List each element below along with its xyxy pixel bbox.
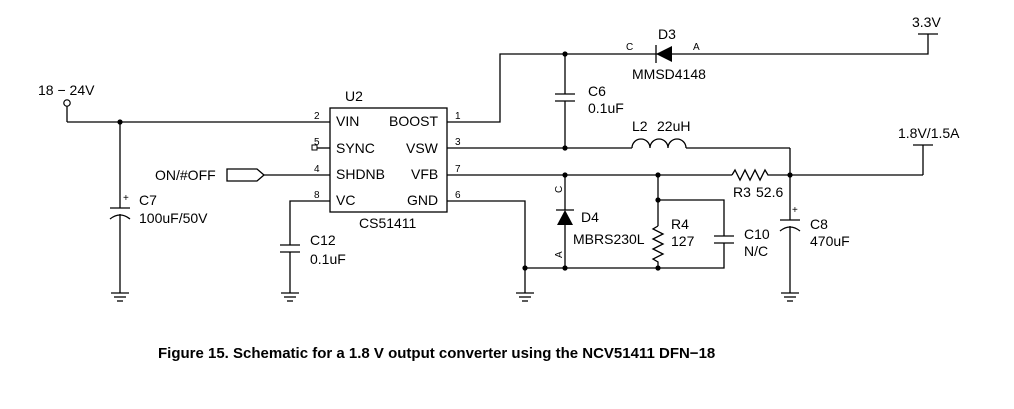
l2-ref-label: L2 [632,118,648,134]
c7-value-label: 100uF/50V [139,210,208,226]
resistor-r4: R4 127 [651,175,695,268]
capacitor-c7: + C7 100uF/50V [109,122,208,293]
diode-d4: D4 MBRS230L C A [554,175,645,268]
gnd-junction-dot-3 [655,265,661,271]
l2-value-label: 22uH [657,118,690,134]
enable-input-flag: ON/#OFF [155,167,330,183]
gnd-junction-dot-2 [562,265,568,271]
r4-ref-label: R4 [671,216,689,232]
c7-ref-label: C7 [139,192,157,208]
d4-part-label: MBRS230L [573,231,645,247]
ic-ref-label: U2 [345,88,363,104]
output-label: 1.8V/1.5A [898,125,960,141]
pin-vin-label: VIN [336,113,359,129]
ground-symbol-c8 [781,292,799,302]
c6-value-label: 0.1uF [588,100,624,116]
pin-vc-label: VC [336,192,355,208]
d3-cathode-label: C [626,42,633,53]
bias-input-terminal: 3.3V [912,14,941,35]
c12-value-label: 0.1uF [310,251,346,267]
capacitor-c6: C6 0.1uF [555,54,624,148]
ic-gnd-net [447,200,526,293]
capacitor-c10: C10 N/C [658,199,770,269]
pin-number-vc: 8 [314,190,320,201]
c10-ref-label: C10 [744,226,770,242]
pin-number-vfb: 7 [455,164,461,175]
ground-symbol-ic [516,292,534,302]
pin-gnd-label: GND [407,192,438,208]
pin-number-shdnb: 4 [314,164,320,175]
ground-symbol-c7 [111,292,129,302]
pin-number-vsw: 3 [455,137,461,148]
vsw-junction-dot [562,145,568,151]
figure-caption: Figure 15. Schematic for a 1.8 V output … [158,345,715,362]
ic-u2: U2 CS51411 VIN SYNC SHDNB VC BOOST VSW V… [311,88,461,231]
pin-number-sync: 5 [314,137,320,148]
r4-value-label: 127 [671,233,695,249]
pin-number-boost: 1 [455,111,461,122]
pin-boost-label: BOOST [389,113,438,129]
c10-value-label: N/C [744,243,768,259]
d4-ref-label: D4 [581,209,599,225]
vc-net [289,200,330,245]
vin-input-label: 18 − 24V [38,82,95,98]
d4-anode-label: A [554,251,565,258]
pin-number-vin: 2 [314,111,320,122]
boost-net [447,34,929,123]
d3-part-label: MMSD4148 [632,66,706,82]
pin-vsw-label: VSW [406,140,439,156]
diode-d3: D3 C A MMSD4148 [626,26,706,82]
c7-polarity-mark: + [123,193,129,204]
pin-vfb-label: VFB [411,166,438,182]
gnd-junction-dot-1 [522,265,528,271]
pin-shdnb-label: SHDNB [336,166,385,182]
vin-input-terminal: 18 − 24V [38,82,95,122]
r3-value-label: 52.6 [756,184,783,200]
capacitor-c12: C12 0.1uF [280,232,346,293]
output-terminal: 1.8V/1.5A [898,125,960,175]
r3-ref-label: R3 [733,184,751,200]
c8-value-label: 470uF [810,233,850,249]
ground-symbol-c12 [281,292,299,302]
resistor-r3: R3 52.6 [731,168,790,200]
c12-ref-label: C12 [310,232,336,248]
ic-part-label: CS51411 [359,215,417,231]
d4-cathode-label: C [554,186,565,193]
d3-ref-label: D3 [658,26,676,42]
c6-ref-label: C6 [588,83,606,99]
pin-number-gnd: 6 [455,190,461,201]
r4-c10-junction-dot [655,197,661,203]
capacitor-c8: + C8 470uF [779,175,850,293]
enable-input-label: ON/#OFF [155,167,216,183]
c8-ref-label: C8 [810,216,828,232]
inductor-l2: L2 22uH [631,118,790,149]
bias-input-label: 3.3V [912,14,941,30]
c8-polarity-mark: + [792,205,798,216]
pin-sync-label: SYNC [336,140,375,156]
d3-anode-label: A [693,42,700,53]
